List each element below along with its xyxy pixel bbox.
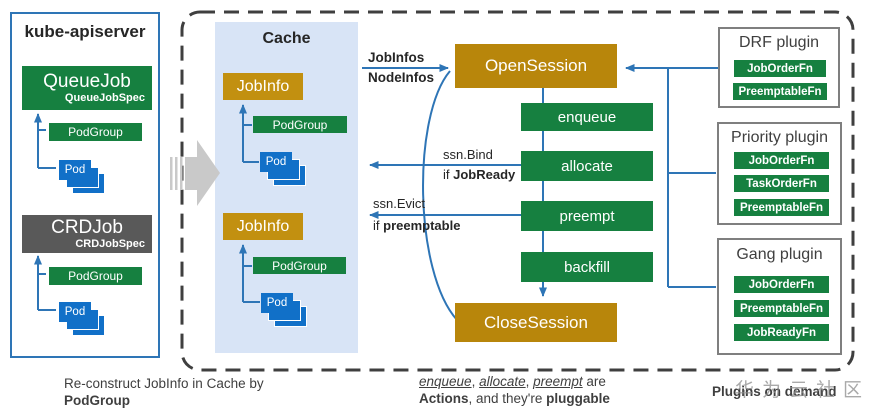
cache-panel: Cache JobInfo PodGroup Pod JobInfo PodGr… xyxy=(215,22,358,353)
plugin-title: Gang plugin xyxy=(736,246,823,263)
cache-note: Re-construct JobInfo in Cache by PodGrou… xyxy=(64,376,264,408)
action-preempt-box: preempt xyxy=(521,201,653,231)
plugin-fn-box: JobOrderFn xyxy=(734,276,829,293)
pod-box: Pod xyxy=(59,302,91,322)
pod-stack: Pod xyxy=(260,152,307,187)
plugin-title: DRF plugin xyxy=(738,34,820,51)
plugin-fn-box: PreemptableFn xyxy=(734,199,829,216)
jobinfos-label: JobInfos xyxy=(368,50,425,65)
podgroup-box: PodGroup xyxy=(253,116,347,133)
opensession-box: OpenSession xyxy=(455,44,617,88)
drf-plugin-panel: DRF plugin JobOrderFn PreemptableFn xyxy=(718,27,840,108)
jobinfo-box: JobInfo xyxy=(223,213,303,240)
plugin-fn-box: JobReadyFn xyxy=(734,324,829,341)
plugin-title: Priority plugin xyxy=(731,129,828,146)
nodeinfos-label: NodeInfos xyxy=(368,70,434,85)
plugin-fn-box: JobOrderFn xyxy=(734,152,829,169)
jobinfo-box: JobInfo xyxy=(223,73,303,100)
podgroup-box: PodGroup xyxy=(253,257,346,274)
sync-arrow-icon xyxy=(170,140,220,206)
queuejob-box: QueueJob QueueJobSpec xyxy=(22,66,152,110)
pod-stack: Pod xyxy=(59,302,106,337)
crdjob-label: CRDJob xyxy=(51,216,123,238)
gang-plugin-panel: Gang plugin JobOrderFn PreemptableFn Job… xyxy=(717,238,842,355)
action-backfill-box: backfill xyxy=(521,252,653,282)
watermark: 华为云社区 xyxy=(735,380,871,401)
podgroup-box: PodGroup xyxy=(49,123,142,141)
action-allocate-box: allocate xyxy=(521,151,653,181)
panel-title: kube-apiserver xyxy=(24,22,146,41)
plugin-fn-box: JobOrderFn xyxy=(734,60,826,77)
pod-box: Pod xyxy=(261,293,293,313)
crdjobspec-label: CRDJobSpec xyxy=(75,237,145,250)
pod-box: Pod xyxy=(260,152,292,172)
pod-box: Pod xyxy=(59,160,91,180)
queuejobspec-label: QueueJobSpec xyxy=(64,91,145,104)
podgroup-box: PodGroup xyxy=(49,267,142,285)
action-enqueue-box: enqueue xyxy=(521,103,653,131)
cache-title: Cache xyxy=(262,30,311,47)
plugin-fn-box: PreemptableFn xyxy=(734,300,829,317)
closesession-box: CloseSession xyxy=(455,303,617,342)
ssn-evict-label: ssn.Evict xyxy=(373,196,426,211)
queuejob-label: QueueJob xyxy=(43,70,131,92)
priority-plugin-panel: Priority plugin JobOrderFn TaskOrderFn P… xyxy=(717,122,842,225)
crdjob-box: CRDJob CRDJobSpec xyxy=(22,215,152,253)
plugin-fn-box: TaskOrderFn xyxy=(734,175,829,192)
kube-apiserver-panel: kube-apiserver QueueJob QueueJobSpec Pod… xyxy=(10,12,160,358)
ssn-bind-condition: if JobReady xyxy=(443,167,516,182)
closesession-feedback-curve xyxy=(422,70,458,321)
ssn-bind-label: ssn.Bind xyxy=(443,147,493,162)
ssn-evict-condition: if preemptable xyxy=(373,218,461,233)
pod-stack: Pod xyxy=(59,160,106,195)
pod-stack: Pod xyxy=(261,293,308,328)
plugin-fn-box: PreemptableFn xyxy=(733,83,827,100)
plugins-note: Plugins on demand xyxy=(712,384,837,399)
actions-note: enqueue, allocate, preempt are Actions, … xyxy=(419,374,610,406)
